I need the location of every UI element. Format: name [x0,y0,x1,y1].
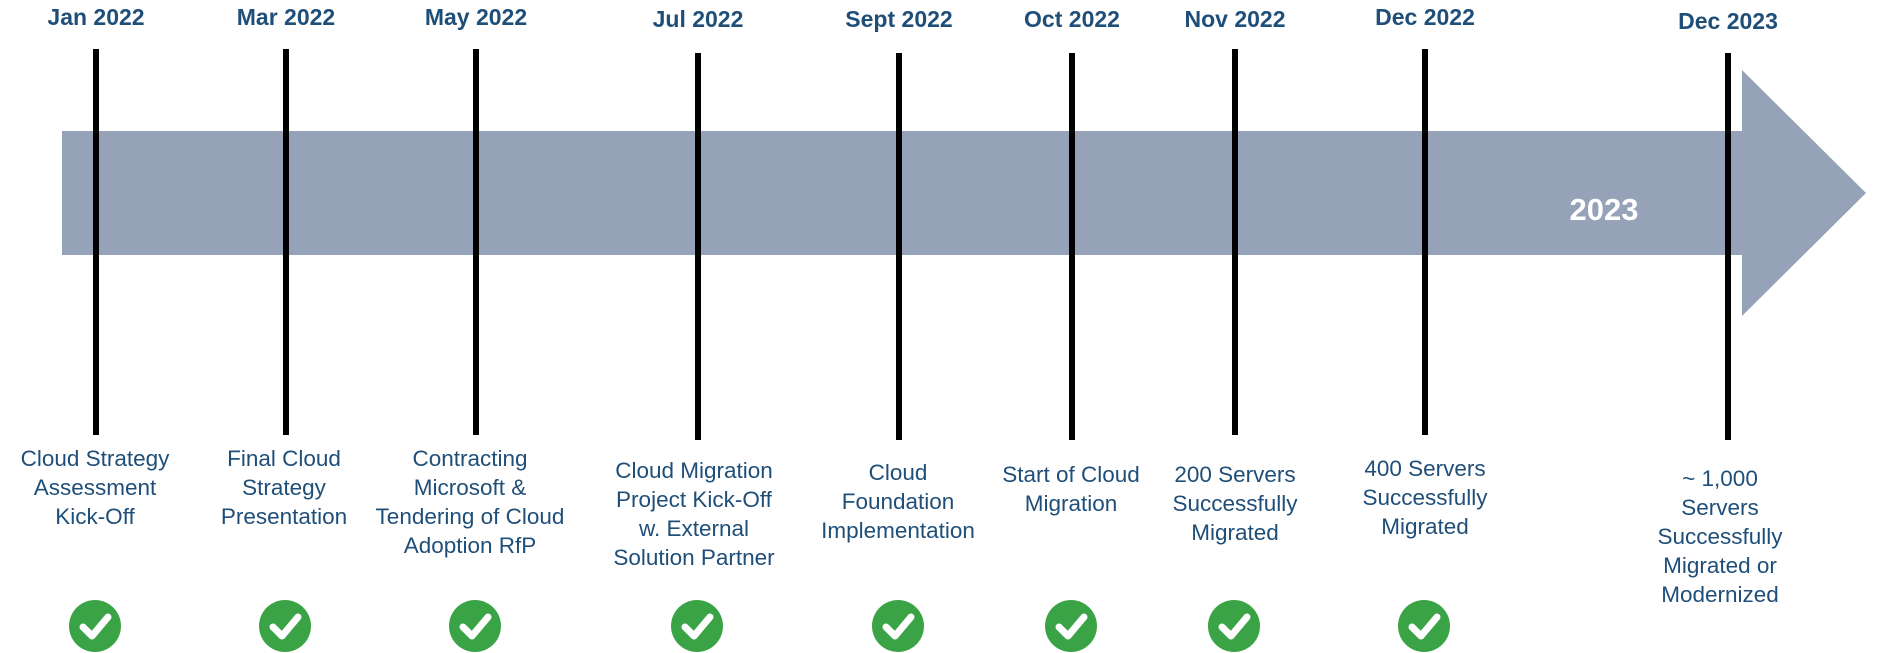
milestone-lines [93,49,1731,440]
milestone-date: Jul 2022 [652,6,744,32]
check-circle-icon [671,600,723,652]
check-circle-icon [1208,600,1260,652]
check-circle-icon [872,600,924,652]
milestone-description: Final Cloud Strategy Presentation [220,446,348,529]
milestone-date: Mar 2022 [236,4,336,30]
check-circle-icon [1398,600,1450,652]
milestone-date: Dec 2022 [1375,4,1475,30]
milestone-date: Nov 2022 [1184,6,1286,32]
milestone-description: Cloud Strategy Assessment Kick-Off [20,446,170,529]
milestone-description: Cloud Migration Project Kick-Off w. Exte… [613,458,775,570]
year-label: 2023 [1569,192,1639,227]
milestone-date: May 2022 [424,4,528,30]
arrow-shape [62,70,1866,316]
milestone-date: Jan 2022 [47,4,145,30]
check-circle-icon [69,600,121,652]
milestone-description: 200 Servers Successfully Migrated [1172,462,1298,545]
milestone-description: Start of Cloud Migration [1002,462,1140,516]
milestone-description: Cloud Foundation Implementation [821,460,975,543]
milestone-description: Contracting Microsoft & Tendering of Clo… [375,446,565,558]
milestone-description: ~ 1,000 Servers Successfully Migrated or… [1657,466,1783,607]
check-circle-icon [259,600,311,652]
check-circle-icon [449,600,501,652]
milestone-date: Sept 2022 [845,6,953,32]
milestone-date: Oct 2022 [1024,6,1120,32]
check-circle-icon [1045,600,1097,652]
milestone-date: Dec 2023 [1678,8,1778,34]
milestone-description: 400 Servers Successfully Migrated [1362,456,1488,539]
milestone-checks [69,600,1450,652]
